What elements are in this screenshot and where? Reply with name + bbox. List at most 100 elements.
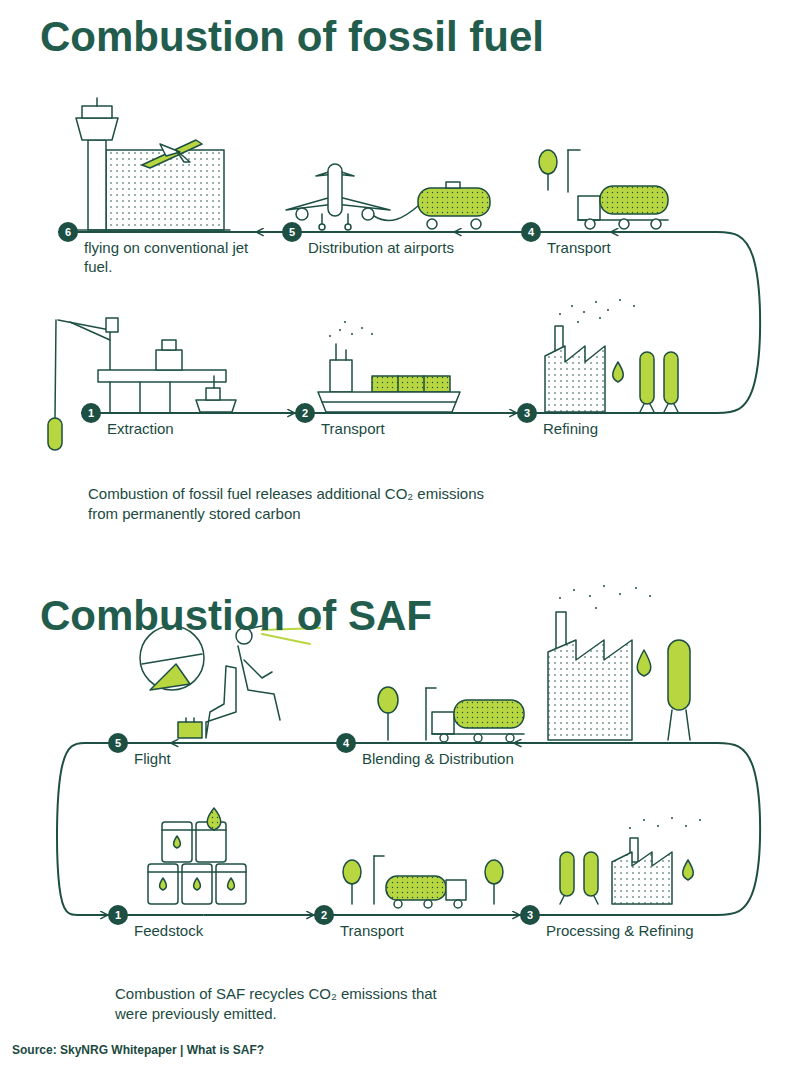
smoke-dots bbox=[635, 587, 637, 589]
feedstock-barrels-icon bbox=[162, 822, 192, 862]
flow-arrow bbox=[203, 914, 314, 916]
refinery-icon bbox=[664, 404, 668, 412]
smoke-dots bbox=[583, 311, 585, 313]
airport-icon bbox=[96, 98, 98, 106]
oil-rig-icon bbox=[196, 400, 236, 412]
blending-icon bbox=[426, 687, 436, 689]
flow-arrow bbox=[598, 232, 760, 413]
tanker-truck-icon bbox=[394, 900, 402, 908]
refinery-icon bbox=[613, 362, 624, 382]
step-number: 5 bbox=[282, 222, 302, 242]
smoke-dots bbox=[649, 595, 651, 597]
tanker-ship-icon bbox=[397, 376, 399, 392]
step-number: 3 bbox=[520, 905, 540, 925]
step-node: 5Flight bbox=[108, 733, 171, 768]
pilot-icon bbox=[142, 654, 202, 664]
airport-icon bbox=[176, 150, 190, 162]
blending-icon bbox=[506, 734, 514, 742]
blending-icon bbox=[387, 713, 389, 740]
smoke-dots bbox=[371, 333, 373, 335]
step-label: Feedstock bbox=[134, 921, 203, 940]
oil-rig-icon bbox=[98, 370, 226, 382]
flow-arrow bbox=[171, 742, 336, 744]
tanker-truck-icon bbox=[578, 196, 600, 220]
pilot-icon bbox=[206, 666, 236, 738]
aircraft-refuelling-icon bbox=[374, 206, 418, 221]
oil-rig-icon bbox=[48, 418, 62, 450]
smoke-dots bbox=[619, 299, 621, 301]
pilot-icon bbox=[178, 722, 202, 738]
smoke-dots bbox=[344, 321, 346, 323]
feedstock-barrels-icon bbox=[194, 878, 201, 890]
refinery-icon bbox=[674, 404, 678, 412]
step-number: 3 bbox=[517, 403, 537, 423]
feedstock-barrels-icon bbox=[148, 871, 246, 873]
step-number: 2 bbox=[295, 403, 315, 423]
oil-rig-icon bbox=[70, 322, 110, 340]
oil-rig-icon bbox=[48, 318, 236, 450]
step-number: 1 bbox=[108, 905, 128, 925]
airport-icon bbox=[88, 140, 106, 230]
tanker-truck-icon bbox=[493, 884, 495, 904]
oil-rig-icon bbox=[139, 382, 141, 412]
feedstock-barrels-icon bbox=[148, 864, 178, 904]
refinery-icon bbox=[545, 346, 605, 412]
processing-refinery-icon bbox=[560, 838, 693, 904]
smoke-dots bbox=[657, 825, 659, 827]
flow-arrow bbox=[174, 412, 295, 414]
tanker-truck-icon bbox=[374, 855, 384, 857]
aircraft-refuelling-icon bbox=[446, 182, 460, 188]
smoke-dots bbox=[589, 595, 591, 597]
smoke-dots bbox=[685, 825, 687, 827]
step-label: Extraction bbox=[107, 419, 174, 438]
tanker-ship-icon bbox=[318, 392, 460, 412]
smoke-dots bbox=[329, 335, 331, 337]
oil-rig-icon bbox=[162, 340, 176, 350]
tanker-ship-icon bbox=[372, 376, 450, 392]
aircraft-refuelling-icon bbox=[362, 208, 374, 220]
step-number: 4 bbox=[521, 222, 541, 242]
tanker-truck-icon bbox=[651, 219, 661, 229]
aircraft-refuelling-icon bbox=[418, 188, 490, 216]
step-label: Blending & Distribution bbox=[362, 749, 514, 768]
smoke-dots bbox=[595, 607, 597, 609]
flow-arrow bbox=[385, 412, 517, 414]
flow-line bbox=[336, 742, 514, 744]
tanker-truck-icon bbox=[539, 150, 557, 174]
step-node: 5Distribution at airports bbox=[282, 222, 454, 257]
step-label: Transport bbox=[321, 419, 385, 438]
refinery-icon bbox=[650, 404, 654, 412]
step-node: 1Extraction bbox=[81, 403, 174, 438]
oil-rig-icon bbox=[109, 382, 111, 412]
aircraft-refuelling-icon bbox=[321, 214, 323, 224]
oil-rig-icon bbox=[213, 376, 215, 388]
tanker-truck-icon bbox=[585, 219, 595, 229]
processing-refinery-icon bbox=[612, 852, 672, 904]
step-node: 4Transport bbox=[521, 222, 611, 257]
smoke-dots bbox=[573, 589, 575, 591]
tanker-truck-icon bbox=[539, 150, 668, 229]
step-number: 2 bbox=[314, 905, 334, 925]
aircraft-refuelling-icon bbox=[347, 214, 349, 224]
tanker-truck-icon bbox=[568, 149, 580, 151]
smoke-dots bbox=[559, 597, 561, 599]
tanker-truck-icon bbox=[386, 876, 446, 900]
step-label: Flight bbox=[134, 749, 171, 768]
tanker-truck-icon bbox=[373, 856, 375, 904]
step-label: Refining bbox=[543, 419, 598, 438]
feedstock-barrels-icon bbox=[148, 808, 246, 904]
smoke-dots bbox=[629, 827, 631, 829]
step-node: 3Processing & Refining bbox=[520, 905, 694, 940]
blending-icon bbox=[454, 700, 524, 728]
pilot-icon bbox=[185, 718, 187, 722]
smoke-dots bbox=[571, 305, 573, 307]
pilot-icon bbox=[150, 664, 190, 690]
flow-arrow bbox=[404, 914, 520, 916]
oil-rig-icon bbox=[106, 318, 118, 332]
processing-refinery-icon bbox=[560, 896, 564, 904]
blending-icon bbox=[378, 687, 398, 713]
feedstock-barrels-icon bbox=[174, 836, 181, 848]
tanker-truck-icon bbox=[446, 880, 466, 900]
tanker-ship-icon bbox=[322, 401, 456, 403]
smoke-dots bbox=[633, 305, 635, 307]
